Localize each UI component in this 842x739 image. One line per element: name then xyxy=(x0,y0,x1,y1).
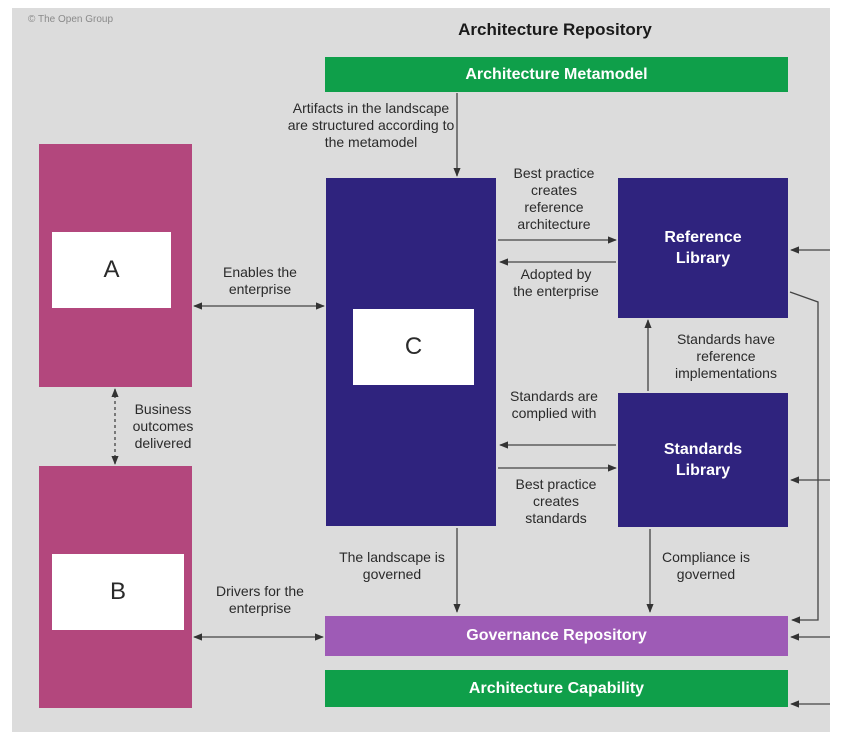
note-artifacts-structured: Artifacts in the landscape are structure… xyxy=(287,100,455,150)
note-business-outcomes: Business outcomes delivered xyxy=(132,401,194,451)
note-compliance-governed: Compliance is governed xyxy=(662,549,750,582)
box-b-label-box: B xyxy=(52,554,184,630)
box-c-label: C xyxy=(404,333,423,360)
note-drivers-enterprise: Drivers for the enterprise xyxy=(216,583,304,616)
note-enables-enterprise: Enables the enterprise xyxy=(223,264,297,297)
diagram-title: Architecture Repository xyxy=(458,20,652,39)
box-c-label-box: C xyxy=(353,309,474,385)
standards-library-box: Standards Library xyxy=(618,393,788,527)
note-best-practice-standards: Best practice creates standards xyxy=(515,476,597,526)
reference-library-label: Reference Library xyxy=(664,229,742,267)
governance-repository-bar: Governance Repository xyxy=(325,616,788,656)
architecture-capability-label: Architecture Capability xyxy=(468,679,645,697)
note-adopted-by-enterprise: Adopted by the enterprise xyxy=(513,266,599,299)
note-landscape-governed: The landscape is governed xyxy=(339,549,445,582)
box-b-label: B xyxy=(109,578,126,605)
reference-to-governance-arrow xyxy=(789,291,819,624)
architecture-metamodel-label: Architecture Metamodel xyxy=(465,65,648,83)
box-a-label-box: A xyxy=(52,232,171,308)
reference-library-box: Reference Library xyxy=(618,178,788,318)
architecture-metamodel-bar: Architecture Metamodel xyxy=(325,57,788,92)
standards-library-label: Standards Library xyxy=(663,441,743,479)
architecture-capability-bar: Architecture Capability xyxy=(325,670,788,707)
copyright-notice: © The Open Group xyxy=(28,14,114,25)
note-standards-complied: Standards are complied with xyxy=(510,388,598,421)
governance-repository-label: Governance Repository xyxy=(466,627,647,644)
box-a-label: A xyxy=(103,256,120,283)
note-standards-reference-impl: Standards have reference implementations xyxy=(675,331,777,381)
note-best-practice-reference: Best practice creates reference architec… xyxy=(513,165,595,232)
